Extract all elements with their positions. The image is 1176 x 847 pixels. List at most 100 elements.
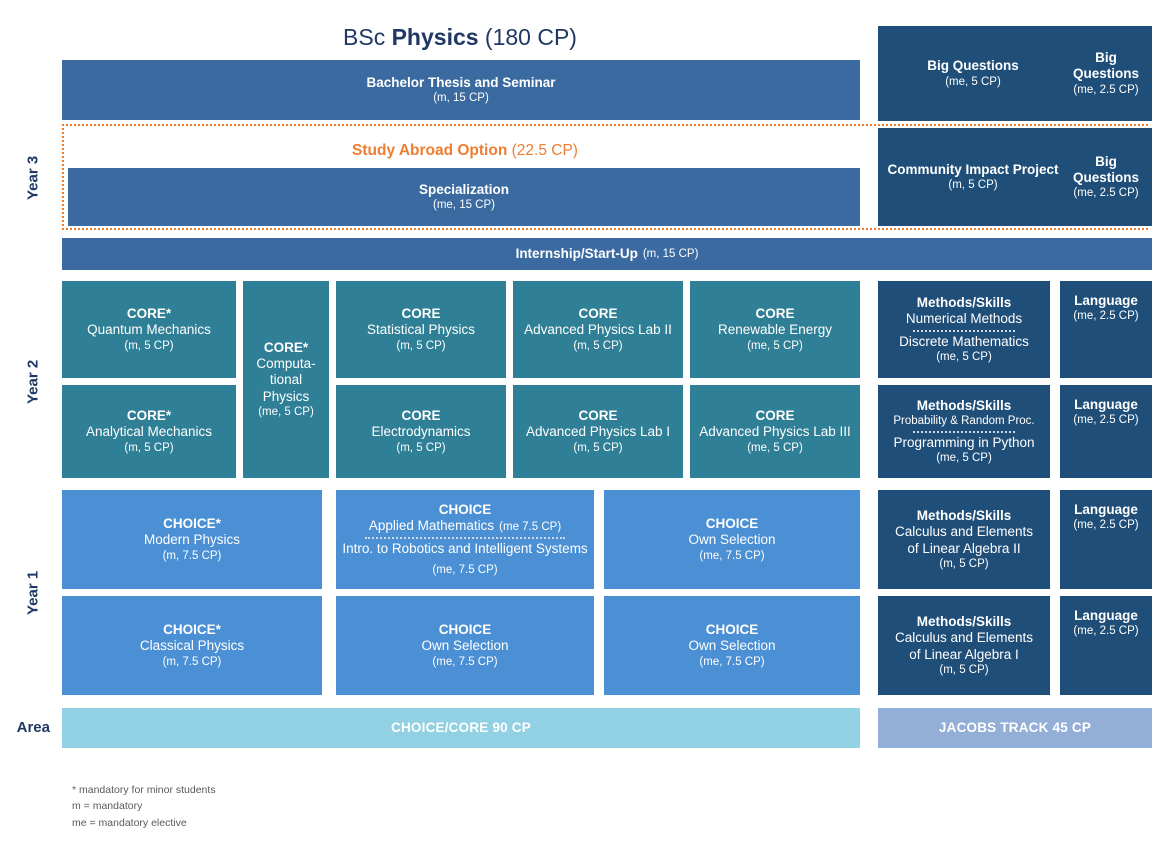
block-kind: CHOICE — [705, 622, 759, 638]
block-methods-probability[interactable]: Methods/Skills Probability & Random Proc… — [878, 385, 1050, 478]
block-big-questions-2-5cp-top[interactable]: Big Questions (me, 2.5 CP) — [1060, 26, 1152, 121]
block-advanced-physics-lab-3[interactable]: CORE Advanced Physics Lab III (me, 5 CP) — [690, 385, 860, 478]
block-credits: (m, 5 CP) — [948, 179, 998, 192]
block-electrodynamics[interactable]: CORE Electrodynamics (m, 5 CP) — [336, 385, 506, 478]
block-credits: (m, 7.5 CP) — [162, 549, 222, 562]
study-abroad-label: Study Abroad Option (22.5 CP) — [70, 142, 860, 160]
block-advanced-physics-lab-2[interactable]: CORE Advanced Physics Lab II (m, 5 CP) — [513, 281, 683, 378]
block-calculus-linear-algebra-2[interactable]: Methods/Skills Calculus and Elements of … — [878, 490, 1050, 589]
block-language-year2-top[interactable]: Language (me, 2.5 CP) — [1060, 281, 1152, 378]
block-own-selection-year1-mid[interactable]: CHOICE Own Selection (me, 7.5 CP) — [336, 596, 594, 695]
block-computational-physics[interactable]: CORE* Computa- tional Physics (me, 5 CP) — [243, 281, 329, 478]
block-big-questions-5cp[interactable]: Big Questions (me, 5 CP) — [878, 26, 1068, 121]
legend-item-0: * mandatory for minor students — [72, 784, 216, 796]
block-kind: CORE* — [126, 408, 172, 424]
page-title: BSc Physics (180 CP) — [60, 24, 860, 51]
year-label-year1: Year 1 — [24, 570, 42, 615]
block-kind: CORE — [755, 306, 795, 322]
block-renewable-energy[interactable]: CORE Renewable Energy (me, 5 CP) — [690, 281, 860, 378]
block-kind: Methods/Skills — [916, 507, 1012, 523]
block-option-b: Discrete Mathematics — [899, 333, 1029, 349]
block-credits: (me, 5 CP) — [945, 75, 1001, 88]
block-kind: Methods/Skills — [916, 294, 1012, 310]
area-bar-choice-core[interactable]: CHOICE/CORE 90 CP — [62, 708, 860, 748]
option-divider — [913, 329, 1015, 332]
block-advanced-physics-lab-1[interactable]: CORE Advanced Physics Lab I (m, 5 CP) — [513, 385, 683, 478]
block-option-a: Numerical Methods — [905, 311, 1023, 327]
block-credits: (me, 2.5 CP) — [1073, 187, 1139, 200]
block-title: Classical Physics — [139, 638, 245, 654]
block-credits: (me, 5 CP) — [747, 339, 803, 352]
block-title-line2: of Linear Algebra I — [909, 646, 1019, 662]
block-statistical-physics[interactable]: CORE Statistical Physics (m, 5 CP) — [336, 281, 506, 378]
study-abroad-title: Study Abroad Option — [352, 142, 508, 159]
block-title: Specialization — [418, 181, 510, 197]
block-kind: CORE* — [126, 306, 172, 322]
block-credits: (me, 5 CP) — [936, 451, 992, 464]
year-label-year3: Year 3 — [24, 155, 42, 201]
block-credits: (m, 5 CP) — [939, 558, 989, 571]
block-option-b: Intro. to Robotics and Intelligent Syste… — [342, 540, 588, 556]
block-credits: (m, 7.5 CP) — [162, 655, 222, 668]
block-methods-numerical[interactable]: Methods/Skills Numerical Methods Discret… — [878, 281, 1050, 378]
area-bar-jacobs-track[interactable]: JACOBS TRACK 45 CP — [878, 708, 1152, 748]
block-language-year1-top[interactable]: Language (me, 2.5 CP) — [1060, 490, 1152, 589]
block-modern-physics[interactable]: CHOICE* Modern Physics (m, 7.5 CP) — [62, 490, 322, 589]
block-internship-startup[interactable]: Internship/Start-Up (m, 15 CP) — [62, 238, 1152, 270]
block-credits: (m, 15 CP) — [433, 92, 489, 105]
block-kind: CORE — [578, 408, 618, 424]
block-title: Language — [1074, 502, 1138, 517]
block-kind: CHOICE* — [163, 516, 221, 532]
block-credits: (me, 15 CP) — [433, 199, 495, 212]
block-bachelor-thesis[interactable]: Bachelor Thesis and Seminar (m, 15 CP) — [62, 60, 860, 120]
block-kind: Methods/Skills — [916, 398, 1012, 414]
block-kind: CHOICE* — [163, 622, 221, 638]
block-title-line3: Physics — [262, 388, 310, 404]
block-credits: (me, 7.5 CP) — [699, 655, 765, 668]
block-big-questions-2-5cp-bottom[interactable]: Big Questions (me, 2.5 CP) — [1060, 128, 1152, 226]
block-specialization[interactable]: Specialization (me, 15 CP) — [68, 168, 860, 226]
block-kind: CHOICE — [705, 516, 759, 532]
block-kind: CORE — [401, 306, 441, 322]
block-title-line2: tional — [269, 372, 303, 388]
block-credits: (m, 5 CP) — [573, 441, 623, 454]
block-title: Advanced Physics Lab I — [525, 424, 671, 440]
block-quantum-mechanics[interactable]: CORE* Quantum Mechanics (m, 5 CP) — [62, 281, 236, 378]
block-language-year1-bottom[interactable]: Language (me, 2.5 CP) — [1060, 596, 1152, 695]
area-bar-label: JACOBS TRACK 45 CP — [938, 719, 1092, 735]
block-analytical-mechanics[interactable]: CORE* Analytical Mechanics (m, 5 CP) — [62, 385, 236, 478]
block-credits: (me, 2.5 CP) — [1073, 414, 1139, 427]
block-credits: (me, 5 CP) — [936, 351, 992, 364]
block-own-selection-year1-right-top[interactable]: CHOICE Own Selection (me, 7.5 CP) — [604, 490, 860, 589]
block-own-selection-year1-right-bottom[interactable]: CHOICE Own Selection (me, 7.5 CP) — [604, 596, 860, 695]
block-credits: (m, 15 CP) — [642, 247, 699, 260]
block-community-impact-project[interactable]: Community Impact Project (m, 5 CP) — [878, 128, 1068, 226]
block-credits: (me, 7.5 CP) — [432, 655, 498, 668]
block-option-b: Programming in Python — [893, 434, 1035, 450]
block-kind: CORE* — [263, 339, 309, 355]
block-applied-mathematics[interactable]: CHOICE Applied Mathematics (me 7.5 CP) I… — [336, 490, 594, 589]
title-bold: Physics — [391, 24, 479, 50]
block-title: Own Selection — [688, 532, 776, 548]
block-title: Advanced Physics Lab III — [699, 424, 851, 440]
block-title: Community Impact Project — [887, 161, 1059, 177]
block-calculus-linear-algebra-1[interactable]: Methods/Skills Calculus and Elements of … — [878, 596, 1050, 695]
area-bar-label: CHOICE/CORE 90 CP — [391, 719, 531, 735]
block-title: Quantum Mechanics — [87, 322, 211, 338]
block-title-line1: Computa- — [256, 356, 316, 372]
block-kind: CORE — [755, 408, 795, 424]
block-credits: (m, 5 CP) — [396, 339, 446, 352]
title-prefix: BSc — [343, 24, 392, 50]
block-kind: CORE — [401, 408, 441, 424]
year-label-year2: Year 2 — [24, 359, 42, 405]
block-classical-physics[interactable]: CHOICE* Classical Physics (m, 7.5 CP) — [62, 596, 322, 695]
block-kind: CHOICE — [438, 501, 492, 517]
block-title: Statistical Physics — [366, 322, 476, 338]
block-kind: CORE — [578, 306, 618, 322]
block-credits: (m, 5 CP) — [396, 441, 446, 454]
block-title-line1: Calculus and Elements — [894, 630, 1034, 646]
block-language-year2-bottom[interactable]: Language (me, 2.5 CP) — [1060, 385, 1152, 478]
block-title: Modern Physics — [143, 532, 241, 548]
block-title: Own Selection — [688, 638, 776, 654]
